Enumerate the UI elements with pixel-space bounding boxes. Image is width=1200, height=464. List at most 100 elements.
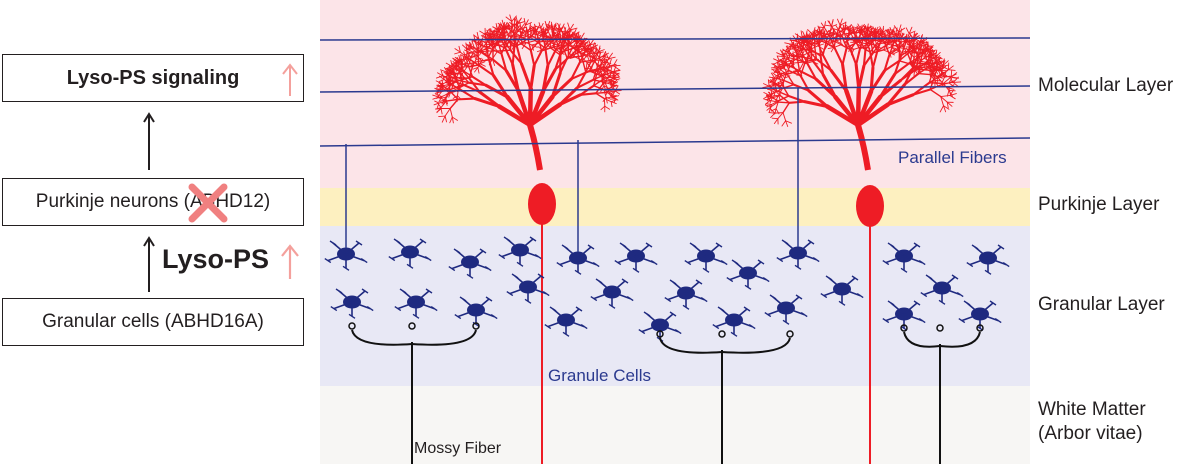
granule-dendrite bbox=[687, 255, 707, 264]
dendrite-branch bbox=[453, 79, 463, 84]
granule-dendrite bbox=[611, 280, 626, 293]
granule-dendrite bbox=[635, 255, 655, 264]
dendrite-branch bbox=[874, 32, 882, 36]
dendrite-branch bbox=[819, 32, 823, 42]
granule-claw bbox=[503, 236, 511, 242]
dendrite-branch bbox=[436, 83, 443, 88]
dendrite-branch bbox=[792, 46, 800, 49]
granule-claw bbox=[638, 329, 646, 335]
dendrite-branch bbox=[576, 43, 583, 51]
dendrite-branch bbox=[458, 45, 461, 53]
dendrite-branch bbox=[889, 27, 893, 34]
granule-dendrite bbox=[617, 255, 637, 264]
mossy-terminal bbox=[936, 324, 944, 332]
dendrite-branch bbox=[436, 102, 440, 109]
dendrite-branch bbox=[892, 48, 900, 52]
dendrite-branch bbox=[585, 62, 588, 70]
granule-dendrite bbox=[519, 238, 534, 251]
dendrite-branch bbox=[781, 50, 786, 58]
dendrite-branch bbox=[491, 42, 498, 46]
dendrite-branch bbox=[887, 28, 891, 36]
dendrite-branch bbox=[519, 42, 527, 45]
dendrite-branch bbox=[939, 105, 944, 113]
dendrite-branch bbox=[897, 29, 902, 36]
dendrite-branch bbox=[899, 41, 904, 48]
dendrite-branch bbox=[491, 33, 498, 37]
granule-claw bbox=[524, 298, 532, 304]
dendrite-branch bbox=[787, 94, 806, 103]
dendrite-branch bbox=[912, 31, 916, 39]
dendrite-branch bbox=[503, 26, 514, 32]
dendrite-branch bbox=[819, 26, 825, 34]
dendrite-branch bbox=[943, 105, 950, 110]
purkinje-layer-label: Purkinje Layer bbox=[1038, 194, 1160, 215]
dendrite-branch bbox=[486, 33, 493, 37]
dendrite-branch bbox=[775, 79, 784, 85]
dendrite-branch bbox=[563, 41, 570, 46]
dendrite-branch bbox=[563, 27, 567, 35]
granule-claw bbox=[731, 259, 739, 265]
granule-dendrite bbox=[559, 257, 579, 266]
dendrite-branch bbox=[902, 46, 909, 56]
granule-claw bbox=[971, 244, 979, 250]
dendrite-branch bbox=[525, 40, 536, 44]
dendrite-branch bbox=[844, 24, 847, 31]
dendrite-branch bbox=[941, 73, 948, 77]
dendrite-branch bbox=[468, 61, 475, 65]
granule-cell bbox=[664, 279, 708, 310]
dendrite-branch bbox=[768, 76, 776, 79]
dendrite-branch bbox=[776, 73, 783, 77]
dendrite-branch bbox=[800, 41, 808, 45]
dendrite-branch bbox=[569, 27, 578, 31]
granule-dendrite bbox=[345, 253, 365, 262]
dendrite-branch bbox=[608, 52, 613, 60]
dendrite-branch bbox=[519, 62, 533, 91]
granule-claw bbox=[887, 300, 895, 306]
dendrite-branch bbox=[586, 61, 594, 64]
dendrite-branch bbox=[562, 46, 568, 59]
dendrite-branch bbox=[479, 37, 484, 45]
dendrite-branch bbox=[811, 32, 815, 40]
dendrite-branch bbox=[467, 46, 475, 51]
dendrite-branch bbox=[495, 29, 498, 37]
dendrite-branch bbox=[918, 41, 926, 47]
dendrite-branch bbox=[593, 57, 598, 68]
dendrite-branch bbox=[805, 61, 817, 81]
granule-claw bbox=[1002, 262, 1010, 268]
dendrite-branch bbox=[796, 41, 804, 44]
dendrite-branch bbox=[522, 35, 529, 38]
dendrite-branch bbox=[506, 22, 513, 29]
granule-claw bbox=[838, 300, 846, 306]
dendrite-branch bbox=[471, 40, 475, 48]
dendrite-branch bbox=[774, 108, 777, 115]
dendrite-branch bbox=[603, 98, 612, 103]
dendrite-branch bbox=[444, 77, 451, 82]
mossy-terminal bbox=[472, 322, 480, 330]
dendrite-branch bbox=[600, 59, 606, 65]
dendrite-branch bbox=[765, 103, 773, 105]
dendrite-branch bbox=[612, 71, 620, 77]
dendrite-branch bbox=[777, 64, 789, 68]
granule-dendrite bbox=[841, 277, 856, 290]
dendrite-branch bbox=[771, 100, 780, 105]
dendrite-branch bbox=[782, 79, 795, 86]
dendrite-branch bbox=[848, 24, 852, 30]
dendrite-branch bbox=[933, 73, 942, 79]
dendrite-branch bbox=[912, 53, 919, 69]
dendrite-branch bbox=[763, 92, 770, 96]
dendrite-branch bbox=[874, 35, 880, 38]
dendrite-branch bbox=[434, 100, 440, 104]
granule-claw bbox=[619, 242, 627, 248]
dendrite-branch bbox=[476, 32, 479, 40]
dendrite-branch bbox=[459, 60, 468, 68]
dendrite-branch bbox=[484, 50, 490, 56]
dendrite-branch bbox=[952, 81, 962, 83]
granule-claw bbox=[511, 273, 519, 279]
dendrite-branch bbox=[928, 74, 942, 84]
dendrite-branch bbox=[805, 41, 814, 45]
dendrite-branch bbox=[862, 48, 867, 68]
granule-dendrite bbox=[547, 319, 567, 328]
granule-claw bbox=[807, 239, 815, 245]
dendrite-branch bbox=[789, 55, 800, 57]
dendrite-branch bbox=[908, 30, 916, 35]
